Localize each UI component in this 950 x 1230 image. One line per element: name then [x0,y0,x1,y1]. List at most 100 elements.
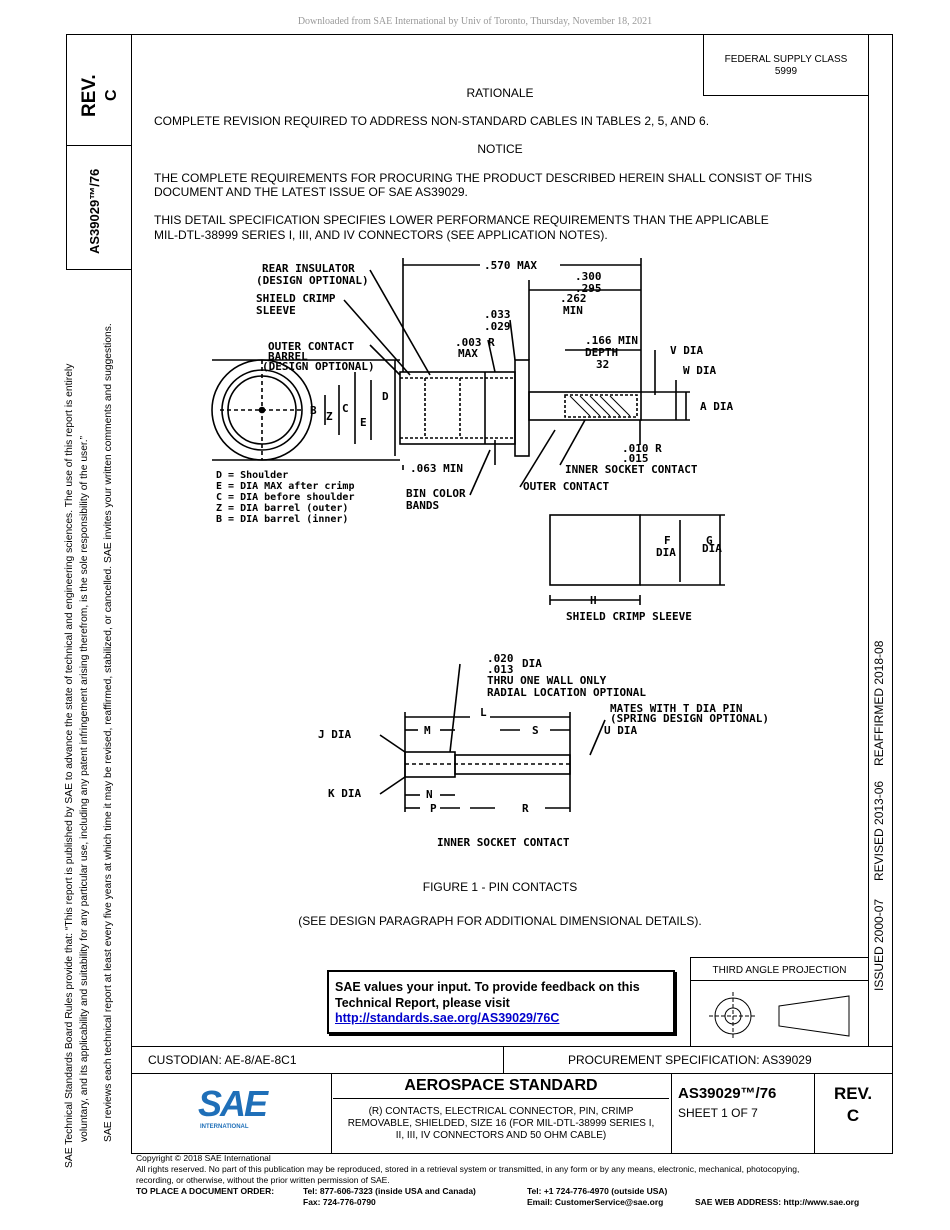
p-label: P [430,802,437,815]
dim-029: .029 [484,320,511,333]
w-dia-label: W DIA [683,364,716,377]
projection-label: THIRD ANGLE PROJECTION [712,965,847,976]
s-label: S [532,724,539,737]
rear-insulator-label: REAR INSULATOR [262,262,355,275]
reaffirmed-date: REAFFIRMED 2018-08 [872,640,886,766]
dim-min: MIN [563,304,583,317]
federal-supply-label: FEDERAL SUPPLY CLASS [724,54,848,65]
dim-570: .570 MAX [484,259,537,272]
shield-crimp-sleeve [549,514,641,586]
dim-015: .015 [622,452,649,465]
g-dia-label: DIA [702,542,722,555]
title-rev-label: REV. [833,1084,873,1103]
inner-socket-contact-label: INNER SOCKET CONTACT [437,836,570,849]
sae-logo: SAE INTERNATIONAL [198,1086,268,1131]
left-rev-label: REV. [79,74,100,117]
outer-contact-label: OUTER CONTACT [268,340,354,353]
dim-300: .300 [575,270,602,283]
dim-295: .295 [575,282,602,295]
title-line-1: (R) CONTACTS, ELECTRICAL CONNECTOR, PIN,… [368,1106,634,1117]
letter-c: C [342,402,349,415]
thru-wall-label: THRU ONE WALL ONLY [487,674,607,687]
dim-32: 32 [596,358,609,371]
download-notice: Downloaded from SAE International by Uni… [297,16,653,27]
spec-line-1: THIS DETAIL SPECIFICATION SPECIFIES LOWE… [154,213,769,227]
rationale-text: COMPLETE REVISION REQUIRED TO ADDRESS NO… [154,114,710,128]
a-dia-label: A DIA [700,400,733,413]
shield-crimp-sleeve-label: SHIELD CRIMP SLEEVE [566,610,692,623]
figure-caption: FIGURE 1 - PIN CONTACTS [422,880,578,894]
h-label: H [590,594,597,607]
left-doc-number: AS39029™/76 [87,168,102,254]
title-doc-number: AS39029™/76 [678,1085,777,1102]
custodian: CUSTODIAN: AE-8/AE-8C1 [148,1053,297,1067]
projection-box: THIRD ANGLE PROJECTION [690,957,869,1047]
policy-line-1: SAE Technical Standards Board Rules prov… [64,363,75,1168]
f-dia-label: DIA [656,546,676,559]
design-optional-label-2: (DESIGN OPTIONAL) [262,360,375,373]
title-line-2: REMOVABLE, SHIELDED, SIZE 16 (FOR MIL-DT… [347,1118,655,1129]
outer-contact-body [399,371,516,445]
dim-020-dia: DIA [522,657,542,670]
u-dia-label: U DIA [604,724,637,737]
dim-003: .003 R [455,336,495,349]
tel-outside: Tel: +1 724-776-4970 (outside USA) [527,1186,668,1196]
issued-date: ISSUED 2000-07 [872,898,886,991]
letter-z: Z [326,410,333,423]
email: Email: CustomerService@sae.org [527,1197,664,1207]
dim-262: .262 [560,292,587,305]
legend-line-2: E = DIA MAX after crimp [216,480,354,492]
dim-033: .033 [484,308,511,321]
legend-line-1: D = Shoulder [216,470,288,481]
barrel-label: BARREL [268,350,308,363]
rights-line-1: All rights reserved. No part of this pub… [136,1164,800,1174]
dim-063: .063 MIN [410,462,463,475]
legend-line-4: Z = DIA barrel (outer) [216,503,348,514]
procurement: PROCUREMENT SPECIFICATION: AS39029 [568,1053,812,1067]
v-dia-label: V DIA [670,344,703,357]
title-rev-value: C [846,1106,860,1125]
bands-label: BANDS [406,499,439,512]
pin-contact-drawing: REAR INSULATOR (DESIGN OPTIONAL) SHIELD … [211,258,769,849]
web-address: SAE WEB ADDRESS: http://www.sae.org [695,1197,860,1207]
dim-013: .013 [487,663,514,676]
tel-usa: Tel: 877-606-7323 (inside USA and Canada… [303,1186,476,1196]
spec-line-2: MIL-DTL-38999 SERIES I, III, AND IV CONN… [154,228,608,242]
r-label: R [522,802,529,815]
sleeve-label: SLEEVE [256,304,296,317]
order-label: TO PLACE A DOCUMENT ORDER: [136,1186,275,1196]
feedback-box: SAE values your input. To provide feedba… [327,970,675,1034]
design-optional-label: (DESIGN OPTIONAL) [256,274,369,287]
outer-contact-label-2: OUTER CONTACT [523,480,609,493]
feedback-line-2: Technical Report, please visit [335,996,510,1010]
k-dia-label: K DIA [328,787,361,800]
dim-010: .010 R [622,442,662,455]
rationale-heading: RATIONALE [466,86,534,100]
n-label: N [426,788,433,801]
inner-socket-label: INNER SOCKET CONTACT [565,463,698,476]
federal-supply-value: 5999 [774,66,798,77]
revised-date: REVISED 2013-06 [872,780,886,881]
left-rev-value: C [103,89,120,101]
copyright: Copyright © 2018 SAE International [136,1153,271,1163]
f-label: F [664,534,671,547]
dim-166: .166 MIN [585,334,638,347]
feedback-link[interactable]: http://standards.sae.org/AS39029/76C [335,1011,560,1025]
dim-020: .020 [487,652,514,665]
letter-b: B [310,404,317,417]
notice-heading: NOTICE [477,142,523,156]
radial-label: RADIAL LOCATION OPTIONAL [487,686,646,699]
title-line-3: II, III, IV CONNECTORS AND 50 OHM CABLE) [395,1130,607,1141]
m-label: M [424,724,431,737]
g-label: G [706,534,713,547]
fax: Fax: 724-776-0790 [303,1197,376,1207]
bin-color-label: BIN COLOR [406,487,466,500]
legend-line-5: B = DIA barrel (inner) [216,513,348,525]
letter-d: D [382,390,389,403]
dim-max: MAX [458,347,478,360]
sheet-number: SHEET 1 OF 7 [678,1106,758,1120]
mates-label: MATES WITH T DIA PIN [610,702,742,715]
notice-line-2: DOCUMENT AND THE LATEST ISSUE OF SAE AS3… [154,185,468,199]
legend-line-3: C = DIA before shoulder [216,492,354,503]
federal-supply-box: FEDERAL SUPPLY CLASS 5999 [703,34,869,96]
